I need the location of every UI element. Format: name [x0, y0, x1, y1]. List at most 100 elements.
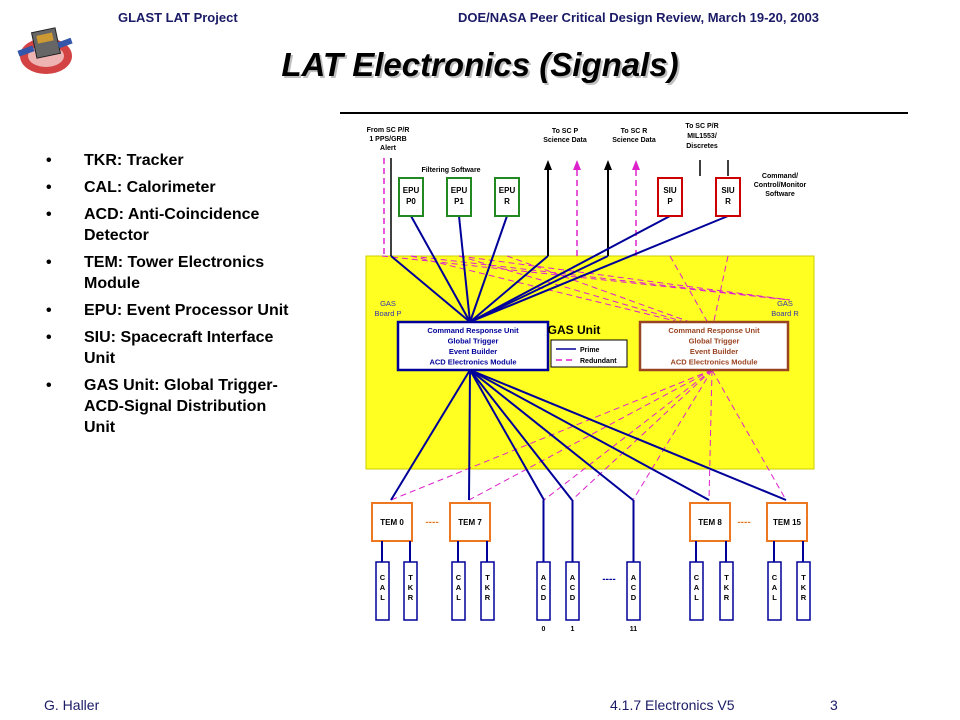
acd-letter: D — [631, 593, 637, 602]
bullet-item: •GAS Unit: Global Trigger-ACD-Signal Dis… — [46, 377, 278, 436]
cal-letter: L — [380, 593, 385, 602]
redundant-link — [410, 255, 791, 301]
acd-box — [565, 561, 580, 621]
prime-link — [469, 369, 634, 501]
prime-link — [469, 369, 573, 501]
prime-link — [469, 255, 609, 323]
redundant-link — [506, 255, 713, 331]
acd-letter: A — [570, 573, 576, 582]
tkr-letter: K — [801, 583, 807, 592]
command-software-label: Software — [765, 191, 795, 198]
glast-satellite-logo-icon — [17, 27, 73, 74]
prime-link — [390, 255, 471, 323]
gas-board-r-sub-label: Board R — [771, 309, 799, 318]
bullet-dot-icon: • — [46, 152, 52, 169]
siu-sub-label: P — [667, 197, 673, 206]
cal-box — [451, 561, 466, 621]
to-sc-r-label: To SC R — [621, 128, 648, 135]
prime-link — [469, 215, 508, 323]
footer-doc-version: 4.1.7 Electronics V5 — [610, 697, 735, 713]
to-sc-r-arrow-icon — [604, 160, 612, 170]
to-sc-p-label: To SC P — [552, 128, 579, 135]
to-sc-mil-label: To SC P/R — [685, 123, 718, 130]
prime-link — [469, 215, 671, 323]
to-sc-p-arrow-icon — [544, 160, 552, 170]
header-project: GLAST LAT Project — [118, 10, 238, 25]
redundant-link — [543, 369, 713, 501]
tem-label: TEM 8 — [698, 518, 722, 527]
module-prime-line: Global Trigger — [448, 337, 499, 346]
redundant-link — [458, 255, 791, 301]
redundant-link — [410, 255, 713, 331]
tkr-letter: K — [485, 583, 491, 592]
tkr-letter: K — [408, 583, 414, 592]
footer-page-number: 3 — [830, 697, 838, 713]
tkr-box — [719, 561, 734, 621]
tem-ellipsis-right: ---- — [737, 517, 750, 528]
prime-link — [468, 369, 471, 501]
to-sc-r-redundant-arrow-icon — [632, 160, 640, 170]
bullet-item: •CAL: Calorimeter — [46, 179, 216, 196]
cal-letter: C — [456, 573, 462, 582]
legend-prime-label: Prime — [580, 347, 600, 354]
cal-letter: L — [694, 593, 699, 602]
tkr-letter: T — [408, 573, 413, 582]
tkr-letter: T — [801, 573, 806, 582]
acd-number: 11 — [630, 626, 638, 633]
cal-letter: A — [380, 583, 386, 592]
tem-label: TEM 7 — [458, 518, 482, 527]
prime-link — [469, 215, 729, 323]
tkr-letter: R — [724, 593, 730, 602]
cal-box — [767, 561, 782, 621]
tkr-letter: R — [801, 593, 807, 602]
to-sc-p-label: Science Data — [543, 137, 587, 144]
redundant-link — [708, 369, 713, 501]
acd-number: 1 — [571, 626, 575, 633]
to-sc-r-label: Science Data — [612, 137, 656, 144]
legend-redundant-label: Redundant — [580, 358, 617, 365]
module-redundant-line: Global Trigger — [689, 337, 740, 346]
filtering-software-label: Filtering Software — [421, 167, 480, 174]
prime-link — [469, 255, 549, 323]
tem-box — [766, 502, 808, 542]
epu-sub-label: P0 — [406, 197, 416, 206]
tkr-letter: T — [724, 573, 729, 582]
tkr-box — [403, 561, 418, 621]
header-review: DOE/NASA Peer Critical Design Review, Ma… — [458, 10, 820, 25]
gas-board-p-label: GAS — [380, 299, 396, 308]
epu-box — [446, 177, 472, 217]
siu-label: SIU — [663, 186, 677, 195]
siu-sub-label: R — [725, 197, 731, 206]
gas-unit-title: GAS Unit — [548, 323, 601, 337]
module-box-prime — [396, 320, 550, 372]
redundant-link — [632, 369, 713, 501]
to-sc-mil-label: MIL1553/ — [687, 133, 717, 140]
bullet-item: •EPU: Event Processor Unit — [46, 302, 289, 319]
tkr-box — [480, 561, 495, 621]
module-redundant-line: Event Builder — [690, 347, 738, 356]
gas-board-r-label: GAS — [777, 299, 793, 308]
bullet-dot-icon: • — [46, 206, 52, 223]
epu-box — [398, 177, 424, 217]
cal-letter: A — [694, 583, 700, 592]
redundant-link — [381, 255, 791, 301]
prime-link — [410, 215, 471, 323]
redundant-link — [669, 255, 713, 331]
redundant-link — [711, 255, 729, 331]
bullet-dot-icon: • — [46, 254, 52, 271]
siu-box — [715, 177, 741, 217]
bullet-dot-icon: • — [46, 377, 52, 394]
prime-link — [458, 215, 471, 323]
epu-label: EPU — [499, 186, 516, 195]
acd-box — [626, 561, 641, 621]
cal-letter: C — [694, 573, 700, 582]
from-sc-label: Alert — [380, 145, 397, 152]
command-software-label: Control/Monitor — [754, 182, 807, 189]
tkr-letter: R — [485, 593, 491, 602]
cal-letter: C — [772, 573, 778, 582]
prime-link — [469, 369, 787, 501]
